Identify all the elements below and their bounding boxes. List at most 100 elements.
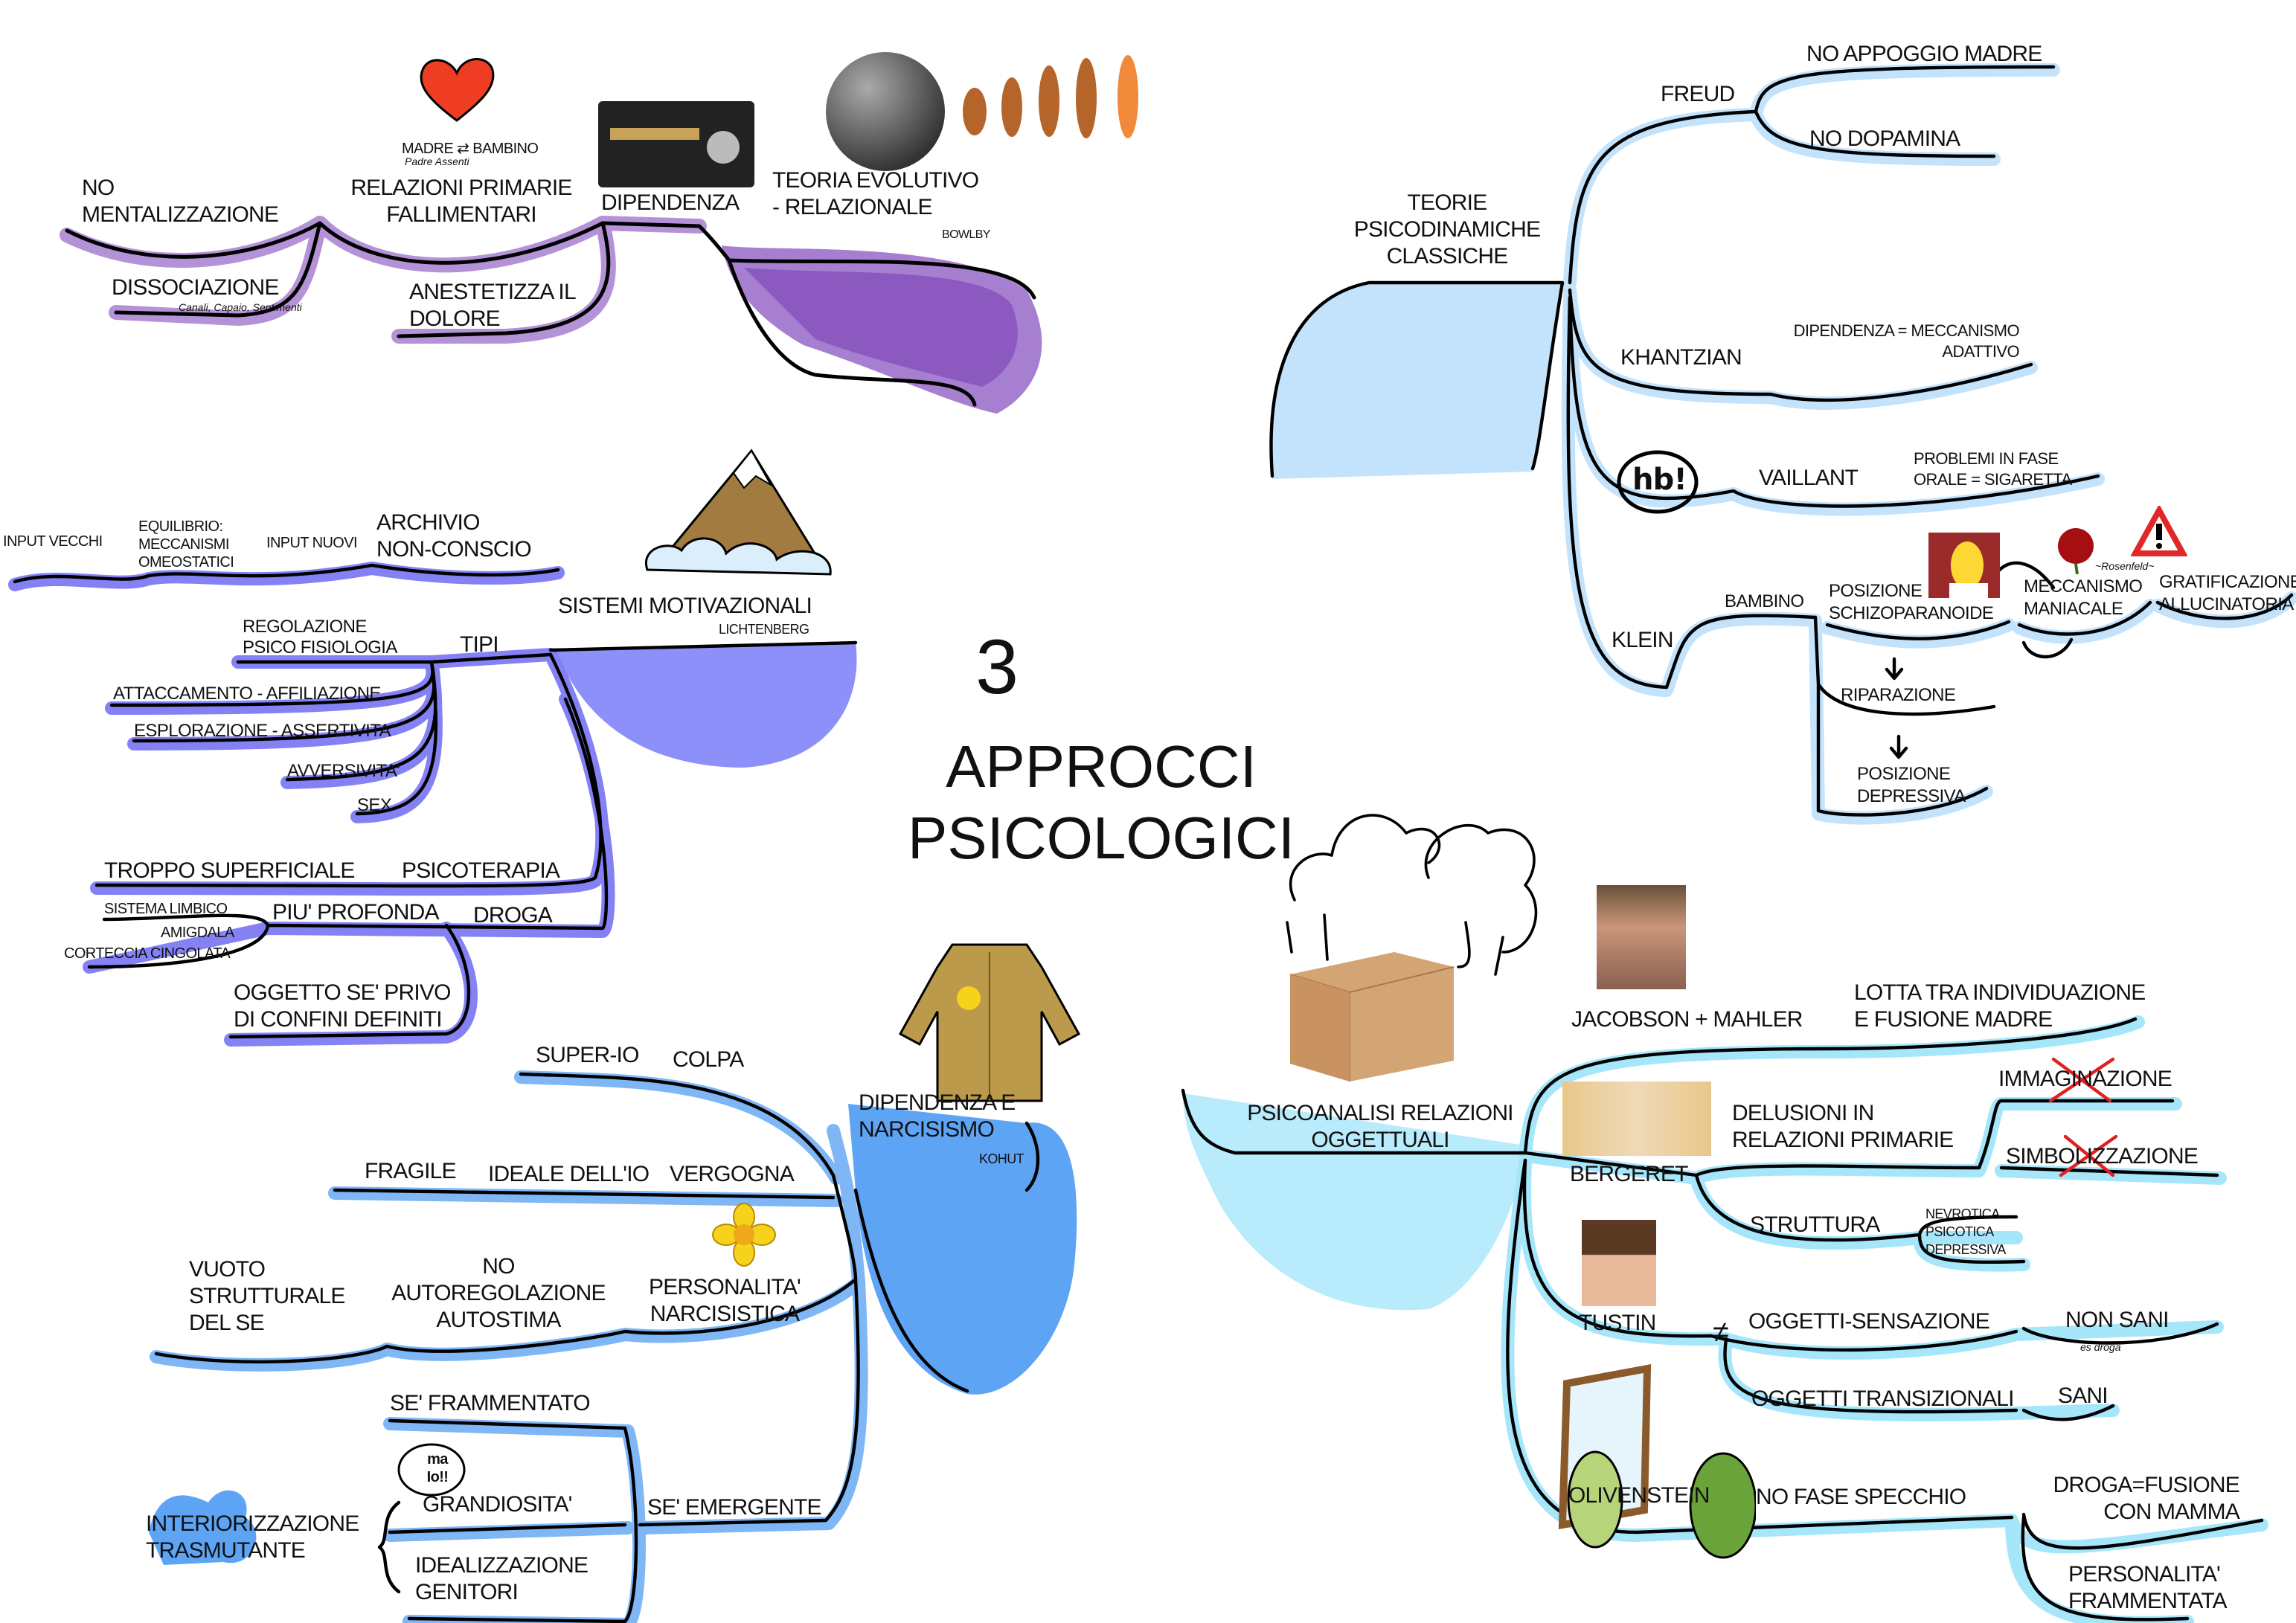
struttura-item: DEPRESSIVA (1925, 1242, 2006, 1257)
node-no-dopamina: NO DOPAMINA (1809, 126, 1960, 152)
node-grandiosita: GRANDIOSITA' (423, 1492, 572, 1517)
node-personalita-narcisistica: PERSONALITA' NARCISISTICA (649, 1275, 801, 1327)
node-sani: SANI (2058, 1383, 2109, 1409)
node-amigdala: AMIGDALA (161, 925, 234, 942)
tipo-item: REGOLAZIONE PSICO FISIOLOGIA (243, 616, 397, 658)
coat-icon (898, 943, 1081, 1102)
tipo-item: SEX (357, 794, 392, 815)
node-droga-fusione: DROGA=FUSIONE CON MAMMA (2053, 1473, 2240, 1525)
author-bowlby: BOWLBY (942, 228, 990, 241)
portrait-tustin (1582, 1220, 1656, 1306)
portrait-bergeret (1562, 1082, 1711, 1156)
node-klein: KLEIN (1612, 628, 1674, 653)
author-rosenfeld: ~Rosenfeld~ (2095, 562, 2155, 573)
node-posizione-schizoparanoide: POSIZIONE SCHIZOPARANOIDE (1829, 580, 1994, 623)
node-dipendenza-narcisismo: DIPENDENZA E NARCISISMO (859, 1090, 1016, 1142)
classic-branch-lines (1269, 63, 2296, 825)
node-no-autoregolazione: NO AUTOREGOLAZIONE AUTOSTIMA (391, 1254, 606, 1333)
author-kohut: KOHUT (979, 1151, 1024, 1166)
node-problemi-fase-orale: PROBLEMI IN FASE ORALE = SIGARETTA (1914, 451, 2072, 489)
tipo-item: ESPLORAZIONE - ASSERTIVITA' (134, 720, 394, 741)
node-piu-profonda: PIU' PROFONDA (272, 900, 439, 925)
rose-icon (2058, 528, 2094, 574)
olive-icon (1567, 1450, 1756, 1559)
node-no-appoggio: NO APPOGGIO MADRE (1806, 42, 2042, 67)
node-non-sani: NON SANI (2065, 1308, 2169, 1333)
daffodil-small-icon (957, 986, 981, 1010)
title-number: 3 (975, 625, 1019, 711)
note-padre-assenti: Padre Assenti (405, 158, 469, 168)
author-lichtenberg: LICHTENBERG (719, 622, 809, 637)
node-no-mentalizzazione: NO MENTALIZZAZIONE (82, 176, 279, 228)
node-droga: DROGA (473, 903, 553, 928)
struttura-item: NEVROTICA (1925, 1206, 2000, 1221)
portrait-jacobson (1597, 885, 1686, 989)
blue-branch-lines (149, 1070, 1077, 1623)
node-oggetti-sensazione: OGGETTI-SENSAZIONE (1748, 1309, 1990, 1334)
node-anestetizza: ANESTETIZZA IL DOLORE (409, 280, 577, 332)
node-super-io: SUPER-IO (536, 1043, 639, 1068)
page-title: APPROCCI PSICOLOGICI (907, 735, 1295, 872)
homer-icon (1928, 533, 2000, 598)
evolution-icon (963, 55, 1138, 138)
node-interiorizzazione: INTERIORIZZAZIONE TRASMUTANTE (146, 1511, 359, 1563)
node-sistemi-motivazionali: SISTEMI MOTIVAZIONALI (558, 594, 812, 619)
node-equilibrio: EQUILIBRIO: MECCANISMI OMEOSTATICI (138, 519, 234, 571)
note-dissociazione: Canali, Capaio, Sentimenti (179, 303, 302, 314)
heart-icon (420, 58, 495, 122)
node-no-fase-specchio: NO FASE SPECCHIO (1756, 1485, 1966, 1510)
node-meccanismo-maniacale: MECCANISMO MANIACALE (2024, 576, 2143, 619)
node-vuoto-strutturale: VUOTO STRUTTURALE DEL SE (189, 1257, 345, 1336)
node-relazioni-primarie: RELAZIONI PRIMARIE FALLIMENTARI (350, 176, 572, 228)
node-tipi: TIPI (460, 632, 499, 658)
node-dipendenza-meccanismo: DIPENDENZA = MECCANISMO ADATTIVO (1793, 323, 2020, 361)
node-psicoanalisi-relazioni: PSICOANALISI RELAZIONI OGGETTUALI (1247, 1101, 1513, 1153)
hb-logo: hb! (1632, 461, 1687, 497)
node-bergeret: BERGERET (1570, 1162, 1688, 1187)
note-ma-io: ma Io!! (426, 1452, 449, 1486)
node-vaillant: VAILLANT (1759, 466, 1859, 491)
node-troppo-superficiale: TROPPO SUPERFICIALE (104, 858, 355, 884)
node-archivio: ARCHIVIO NON-CONSCIO (376, 510, 532, 562)
node-gratificazione: GRATIFICAZIONE ALLUCINATORIA (2159, 571, 2296, 614)
thought-clouds-icon (1286, 814, 1538, 976)
indigo-branch-lines (8, 562, 858, 1047)
node-teorie-classiche: TEORIE PSICODINAMICHE CLASSICHE (1353, 190, 1541, 269)
not-equal-symbol: ≠ (1713, 1317, 1729, 1349)
node-sistema-limbico: SISTEMA LIMBICO (104, 902, 228, 918)
node-tustin: TUSTIN (1579, 1311, 1656, 1336)
node-teoria-evolutivo: TEORIA EVOLUTIVO - RELAZIONALE (772, 168, 979, 220)
node-personalita-frammentata: PERSONALITA' FRAMMENTATA (2068, 1562, 2228, 1614)
radio-icon (598, 101, 754, 187)
tipo-item: ATTACCAMENTO - AFFILIAZIONE (113, 683, 381, 704)
node-olivenstein: OLIVENSTEIN (1568, 1483, 1710, 1508)
node-riparazione: RIPARAZIONE (1841, 684, 1956, 705)
note-es-droga: es droga (2080, 1343, 2121, 1354)
node-se-emergente: SE' EMERGENTE (647, 1495, 822, 1520)
warning-icon (2131, 506, 2187, 556)
node-oggetto-se: OGGETTO SE' PRIVO DI CONFINI DEFINITI (234, 980, 451, 1032)
node-immaginazione: IMMAGINAZIONE (1998, 1067, 2172, 1092)
node-se-frammentato: SE' FRAMMENTATO (390, 1391, 591, 1416)
node-simbolizzazione: SIMBOLIZZAZIONE (2006, 1144, 2199, 1169)
mountain-icon (644, 449, 832, 576)
node-idealizzazione: IDEALIZZAZIONE GENITORI (415, 1553, 589, 1605)
hb-bubble-icon (1617, 450, 1699, 514)
node-posizione-depressiva: POSIZIONE DEPRESSIVA (1857, 763, 1966, 806)
node-fragile: FRAGILE (365, 1159, 457, 1184)
node-dissociazione: DISSOCIAZIONE (112, 275, 279, 301)
node-oggetti-transizionali: OGGETTI TRANSIZIONALI (1751, 1386, 2015, 1412)
struttura-item: PSICOTICA (1925, 1224, 1994, 1239)
speech-bubble-icon (397, 1443, 466, 1497)
node-bambino: BAMBINO (1725, 591, 1804, 611)
node-colpa: COLPA (673, 1047, 744, 1073)
tipo-item: AVVERSIVITA' (287, 760, 400, 781)
node-jacobson-mahler: JACOBSON + MAHLER (1571, 1007, 1803, 1032)
node-corteccia: CORTECCIA CINGOLATA (64, 946, 231, 962)
node-lotta: LOTTA TRA INDIVIDUAZIONE E FUSIONE MADRE (1854, 980, 2146, 1032)
node-struttura: STRUTTURA (1750, 1212, 1880, 1238)
node-input-vecchi: INPUT VECCHI (3, 534, 103, 550)
bowling-ball-icon (826, 52, 945, 171)
